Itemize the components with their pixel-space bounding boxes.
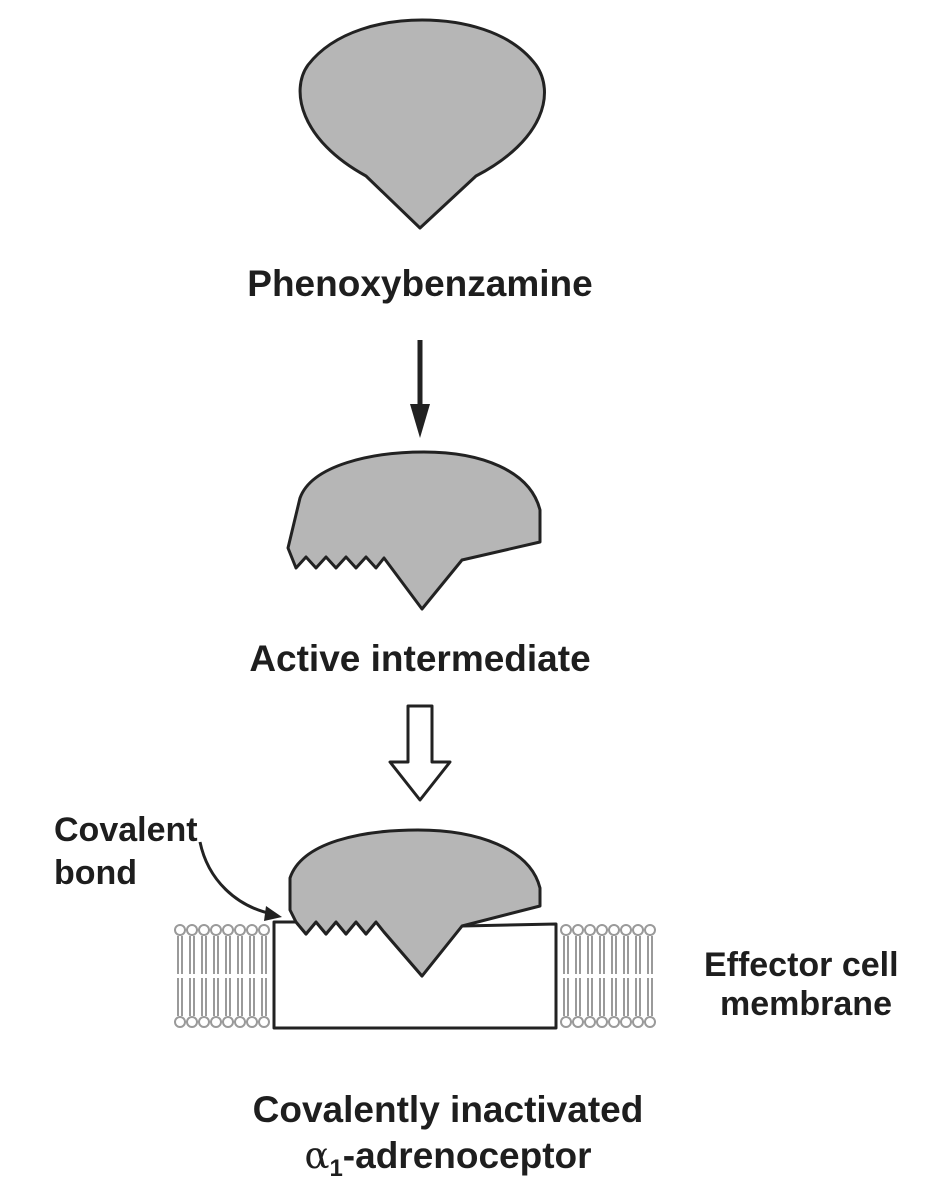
phenoxybenzamine-label: Phenoxybenzamine — [247, 263, 592, 304]
effector-label-line1: Effector cell — [704, 946, 899, 984]
phenoxybenzamine-shape — [298, 18, 546, 230]
receptor-alpha: α — [304, 1134, 329, 1177]
covalent-bond-label-line2: bond — [54, 854, 137, 892]
active-intermediate-shape — [286, 450, 542, 611]
effector-label-line2: membrane — [720, 985, 892, 1023]
receptor-label: α1-adrenoceptor — [304, 1134, 591, 1182]
covalent-bond-label: Covalent bond — [54, 811, 207, 892]
receptor-subscript: 1 — [329, 1155, 342, 1182]
membrane-right — [560, 924, 656, 1028]
inactivated-label-line1: Covalently inactivated — [253, 1089, 644, 1130]
covalent-bond-label-line1: Covalent — [54, 811, 198, 849]
membrane-left — [174, 924, 270, 1028]
receptor-rest: -adrenoceptor — [343, 1135, 592, 1176]
covalent-bond-pointer — [198, 841, 282, 921]
bound-molecule-shape — [288, 828, 542, 978]
solid-down-arrow — [410, 340, 430, 438]
effector-membrane-label: Effector cell membrane — [704, 946, 908, 1023]
active-intermediate-label: Active intermediate — [249, 638, 590, 679]
hollow-down-arrow — [388, 704, 452, 802]
